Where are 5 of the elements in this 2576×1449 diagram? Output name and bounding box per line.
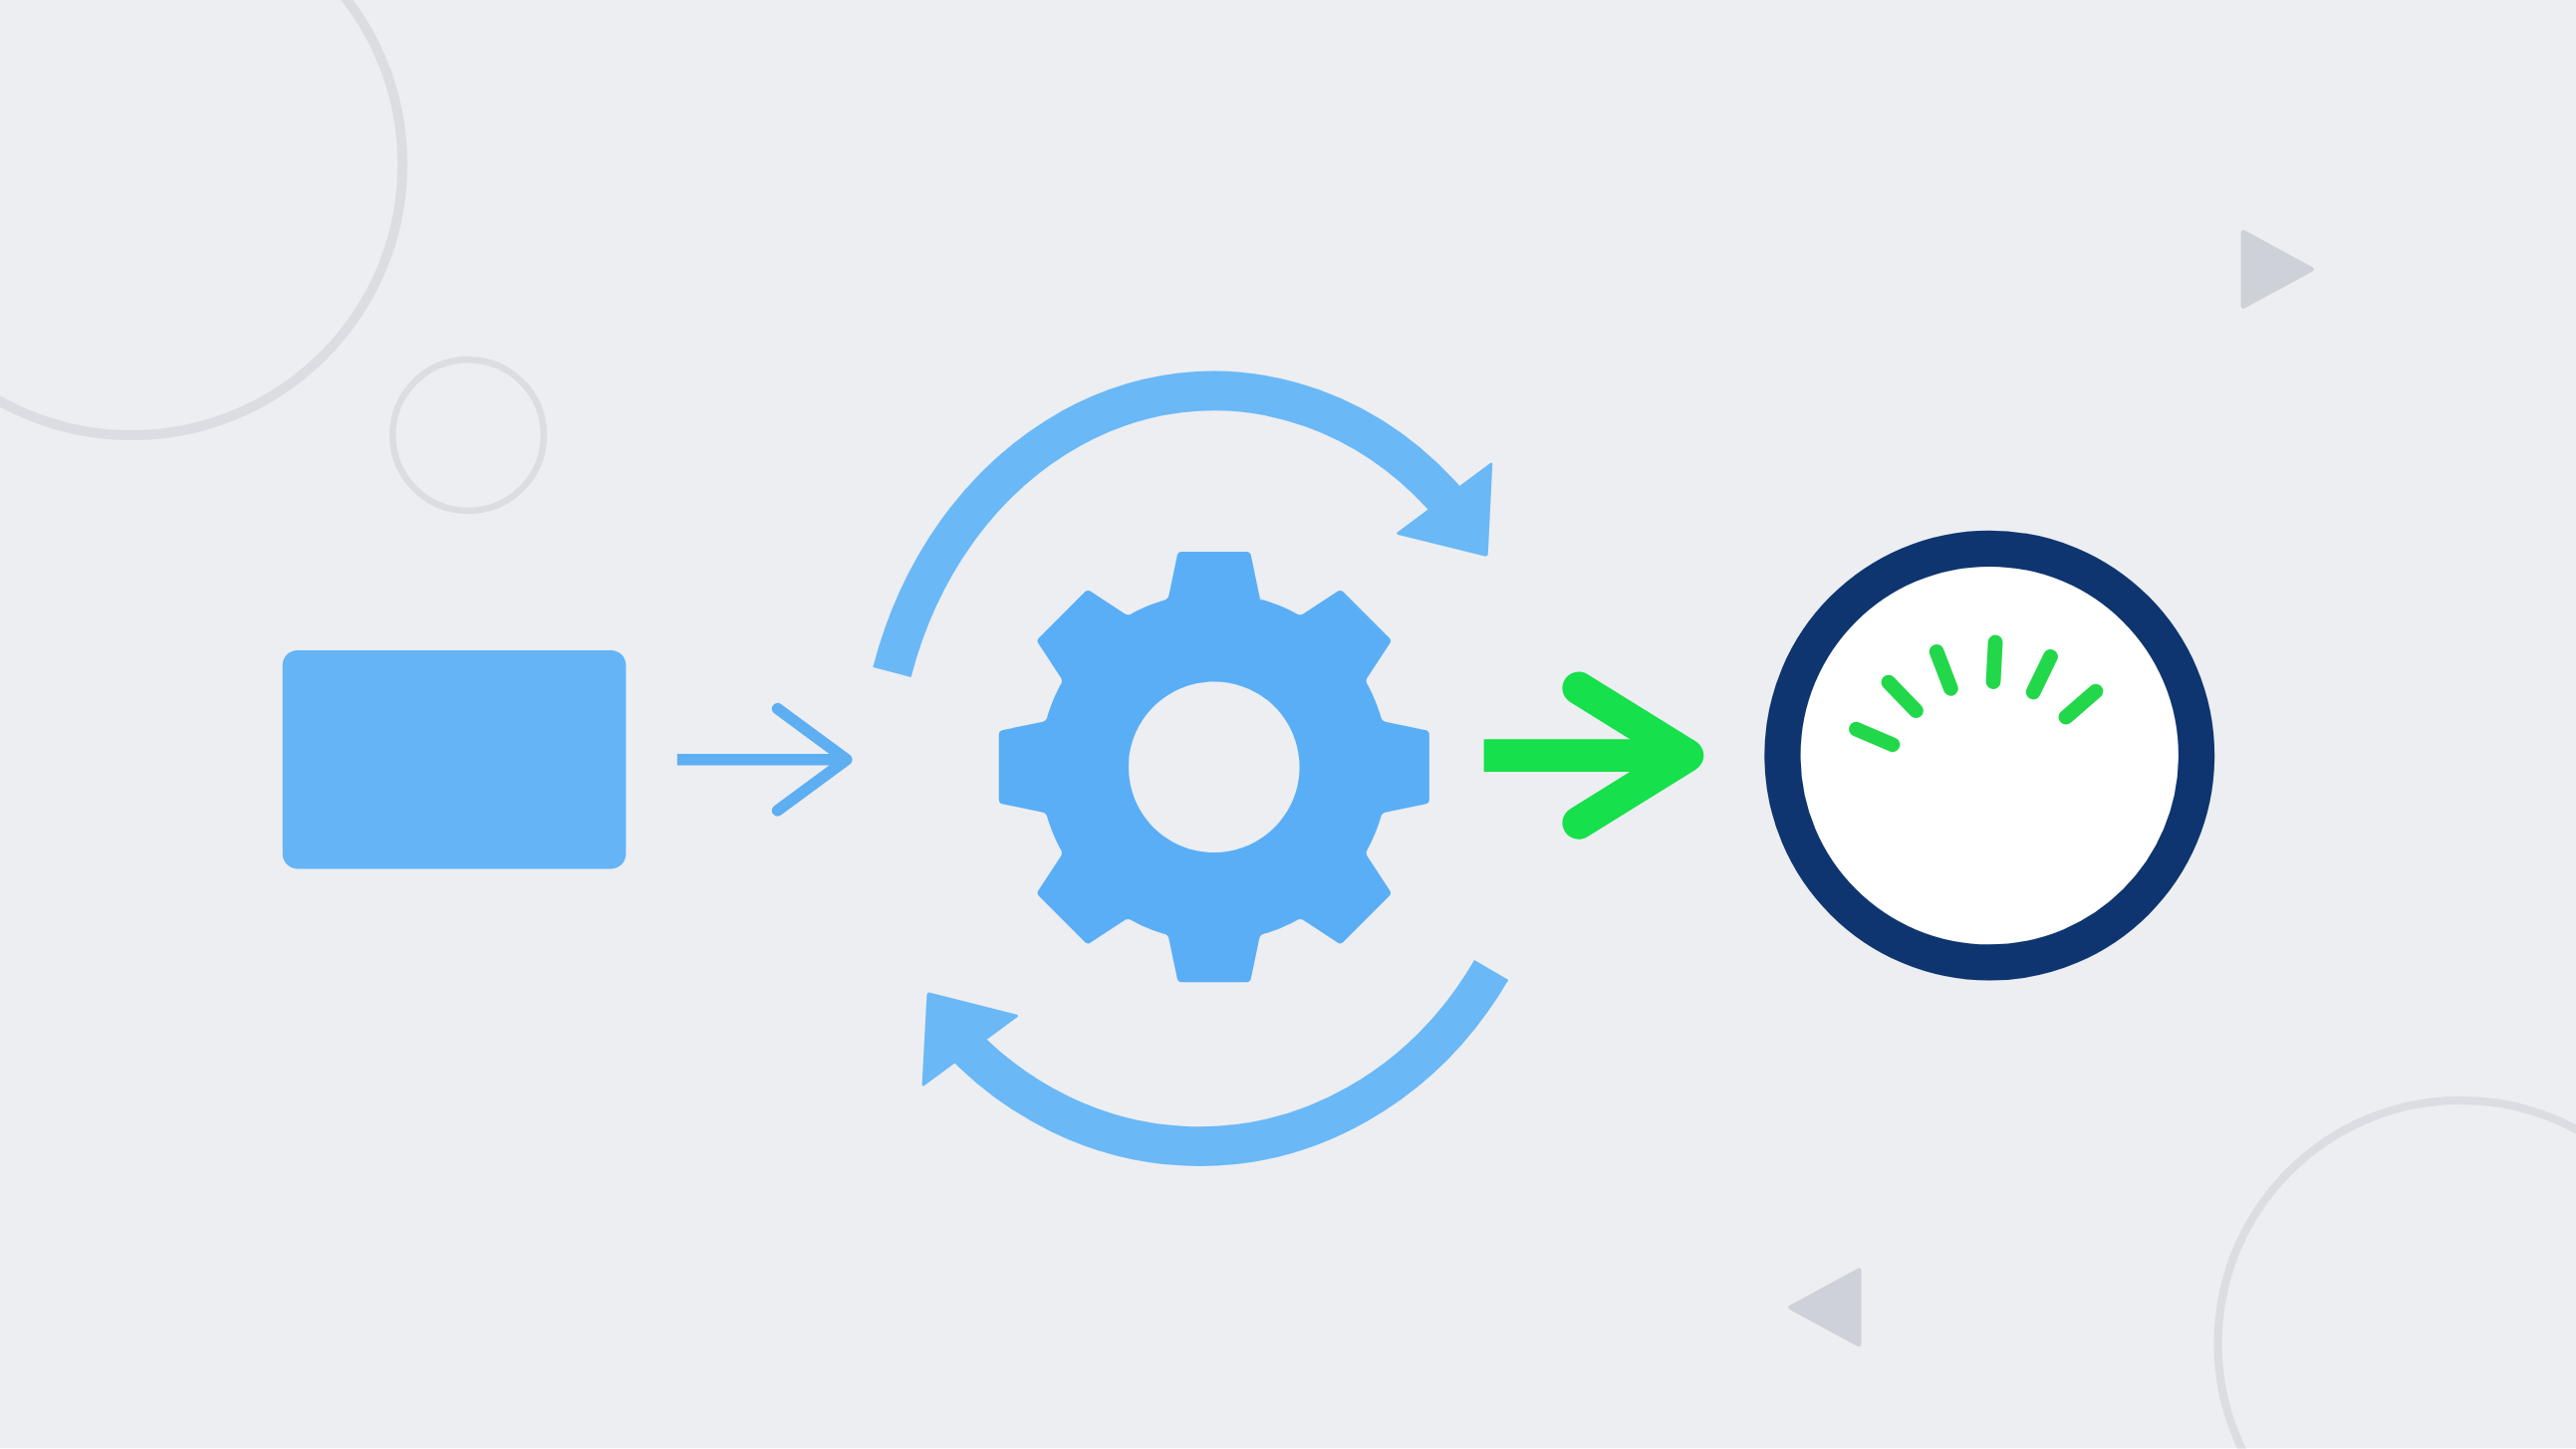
gear-icon bbox=[998, 552, 1429, 983]
box bbox=[282, 650, 627, 869]
triangle bbox=[2240, 230, 2314, 310]
dial-circle bbox=[1764, 530, 2215, 981]
triangle bbox=[1788, 1268, 1862, 1347]
